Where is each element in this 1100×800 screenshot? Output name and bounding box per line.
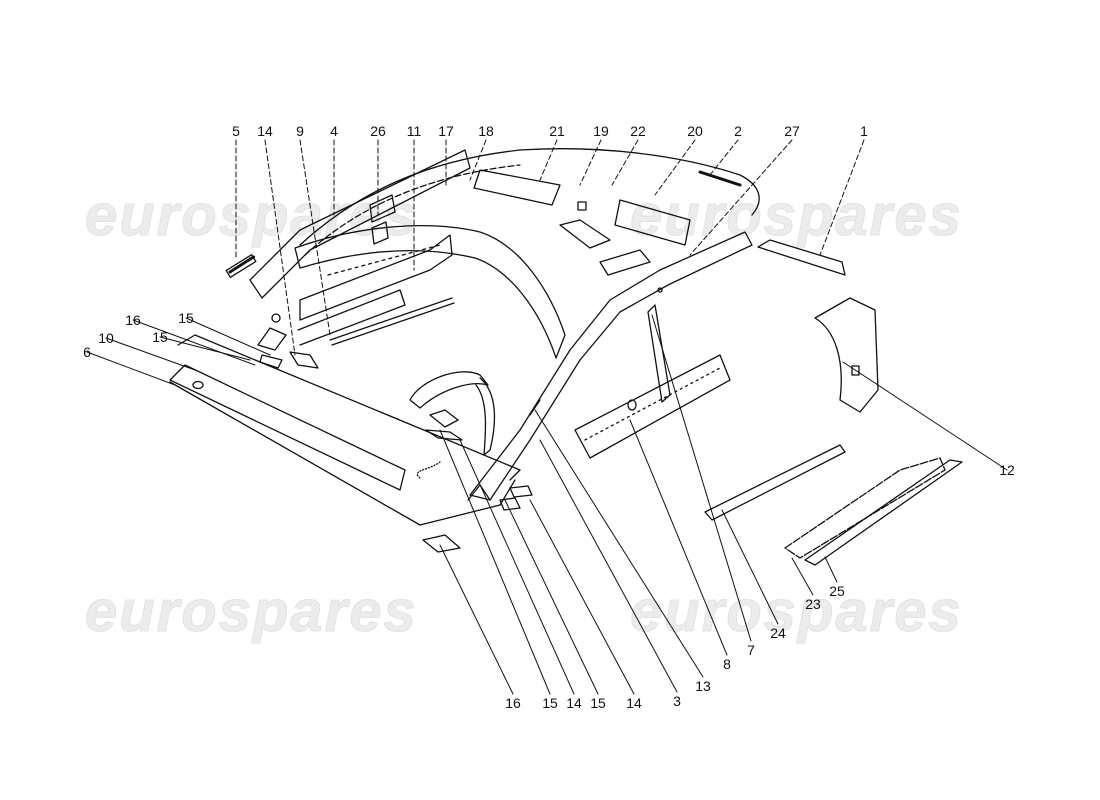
leader-line-c15c (505, 500, 598, 694)
callout-label-c14a: 14 (257, 123, 273, 139)
callout-label-c18: 18 (478, 123, 494, 139)
callout-label-c1: 1 (860, 123, 868, 139)
leader-line-c23 (792, 558, 813, 595)
leader-line-c13 (535, 410, 703, 677)
leader-line-c9 (300, 140, 330, 335)
callout-label-c25: 25 (829, 583, 845, 599)
watermark-bottom-right: eurospares (630, 579, 963, 645)
leader-line-c14b (530, 500, 634, 694)
part-13-wheel-arch (410, 372, 494, 455)
callout-label-c27: 27 (784, 123, 800, 139)
watermark-bottom-left: eurospares (85, 579, 418, 645)
part-2-roof-panel (300, 149, 759, 255)
leader-line-c15b (160, 337, 250, 360)
inner-lower-panel (298, 235, 452, 345)
leader-line-c7 (652, 315, 751, 641)
leader-line-c22 (612, 140, 638, 185)
callout-label-c8: 8 (723, 656, 731, 672)
callout-label-c22: 22 (630, 123, 646, 139)
callout-label-c11: 11 (406, 123, 422, 139)
part-4-inner-panel (250, 150, 470, 298)
callout-label-c19: 19 (593, 123, 609, 139)
part-3-side-rail (468, 232, 752, 500)
leader-line-c18 (470, 140, 486, 180)
callout-label-c21: 21 (549, 123, 565, 139)
leader-line-c1 (820, 140, 864, 255)
callout-label-c12: 12 (999, 462, 1015, 478)
callout-label-c23: 23 (805, 596, 821, 612)
callout-label-c20: 20 (687, 123, 703, 139)
leader-line-c10 (106, 338, 195, 370)
leader-line-c6 (87, 352, 175, 385)
part-5-vent-grille (226, 255, 256, 278)
callout-label-c16b: 16 (505, 695, 521, 711)
callout-label-c6: 6 (83, 344, 91, 360)
parts-23-25-floor-panels (785, 458, 962, 565)
leader-line-c20 (655, 140, 695, 195)
callout-label-c13: 13 (695, 678, 711, 694)
part-24-sill-bar (705, 445, 845, 520)
callout-label-c16a: 16 (125, 312, 141, 328)
callout-label-c15b: 15 (152, 329, 168, 345)
leader-line-c2 (710, 140, 738, 175)
callout-label-c10: 10 (98, 330, 114, 346)
part-1-trim-strip (758, 240, 845, 275)
part-16-small-plate (423, 535, 460, 552)
leader-line-c24 (722, 510, 778, 624)
leader-line-c12 (843, 362, 1007, 470)
leader-line-c14a (265, 140, 295, 355)
leader-line-c15d (440, 430, 550, 694)
part-12-quarter-panel (815, 298, 878, 412)
leader-line-c27 (690, 140, 792, 255)
callout-label-c7: 7 (747, 642, 755, 658)
part-8-sill-panel (575, 355, 730, 458)
callout-label-c24: 24 (770, 625, 786, 641)
part-9-rod (330, 298, 454, 345)
parts-14-15-center-brackets (426, 410, 532, 510)
callout-label-c15c: 15 (590, 695, 606, 711)
watermark-top-right: eurospares (630, 183, 963, 249)
parts-20-21-22-interior-details (474, 170, 690, 275)
leader-line-c16a (133, 320, 255, 365)
leader-line-c19 (580, 140, 601, 185)
part-7-vertical-strip (648, 305, 670, 402)
leader-line-c21 (540, 140, 557, 180)
leader-line-c15a (186, 318, 270, 355)
leader-line-c8 (630, 420, 727, 655)
callout-label-c15d: 15 (542, 695, 558, 711)
leader-line-c16b (440, 545, 513, 694)
callout-label-c9: 9 (296, 123, 304, 139)
leader-line-c14c (460, 440, 574, 694)
part-11-cross-bow (295, 226, 565, 358)
callout-label-c5: 5 (232, 123, 240, 139)
callout-label-c26: 26 (370, 123, 386, 139)
leader-line-c3 (540, 440, 677, 692)
callout-label-c3: 3 (673, 693, 681, 709)
callout-label-c4: 4 (330, 123, 338, 139)
watermark-top-left: eurospares (85, 183, 418, 249)
callout-leader-lines (87, 140, 1007, 694)
callout-label-c15a: 15 (178, 310, 194, 326)
callout-label-c17: 17 (438, 123, 454, 139)
callout-label-c14b: 14 (626, 695, 642, 711)
leader-line-c25 (825, 557, 837, 582)
callout-label-c14c: 14 (566, 695, 582, 711)
parts-14-15-left-brackets (258, 314, 318, 368)
callout-label-c2: 2 (734, 123, 742, 139)
part-6-rear-deck-panel (170, 335, 520, 525)
